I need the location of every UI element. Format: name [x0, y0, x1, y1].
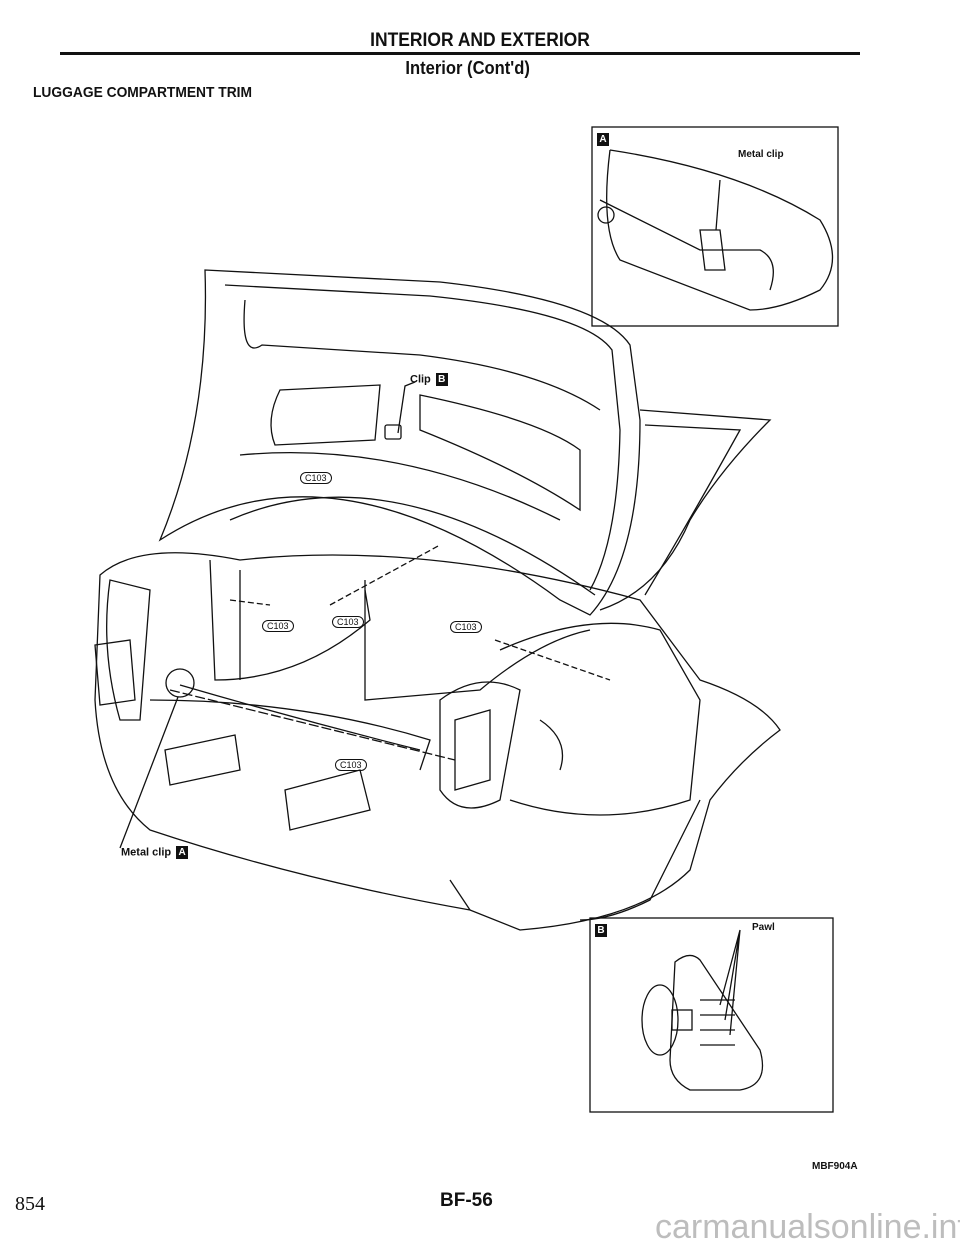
metal-clip-highlight — [165, 668, 195, 698]
assembly-lines — [229, 544, 611, 681]
header-rule — [60, 52, 860, 55]
trunk-lid — [158, 269, 641, 616]
metal-clip-label: Metal clip — [121, 846, 172, 859]
metal-clip-leader — [119, 696, 179, 849]
figure-code: MBF904A — [812, 1161, 858, 1172]
section-title: INTERIOR AND EXTERIOR — [370, 30, 590, 51]
clip-label: Clip — [410, 373, 431, 386]
clip-b-callout: Clip B — [410, 373, 448, 386]
topic-heading: LUGGAGE COMPARTMENT TRIM — [33, 84, 253, 101]
ref-a-badge: A — [597, 133, 609, 147]
ref-b-badge: B — [435, 373, 448, 386]
page-code: BF-56 — [440, 1190, 493, 1211]
inset-b — [589, 917, 834, 1113]
inset-a-metal-clip-label: Metal clip — [738, 149, 784, 160]
clip-b-leader — [397, 381, 416, 434]
fastener-tag: C103 — [300, 472, 332, 484]
fastener-tag: C103 — [332, 616, 364, 628]
inset-b-ref: B — [595, 922, 607, 940]
metal-clip-a-callout: Metal clip A — [121, 846, 189, 859]
watermark: carmanualsonline.info — [655, 1208, 960, 1246]
subsection-title: Interior (Cont'd) — [405, 58, 530, 78]
car-body — [94, 409, 781, 931]
pawl-label: Pawl — [752, 922, 775, 933]
ref-b-badge: B — [595, 924, 607, 938]
ref-a-badge: A — [176, 846, 189, 859]
page-number: 854 — [15, 1193, 45, 1215]
fastener-tag: C103 — [335, 759, 367, 771]
fastener-tag: C103 — [450, 621, 482, 633]
inset-a-ref: A — [597, 131, 609, 149]
inset-a — [591, 126, 839, 327]
fastener-tag: C103 — [262, 620, 294, 632]
